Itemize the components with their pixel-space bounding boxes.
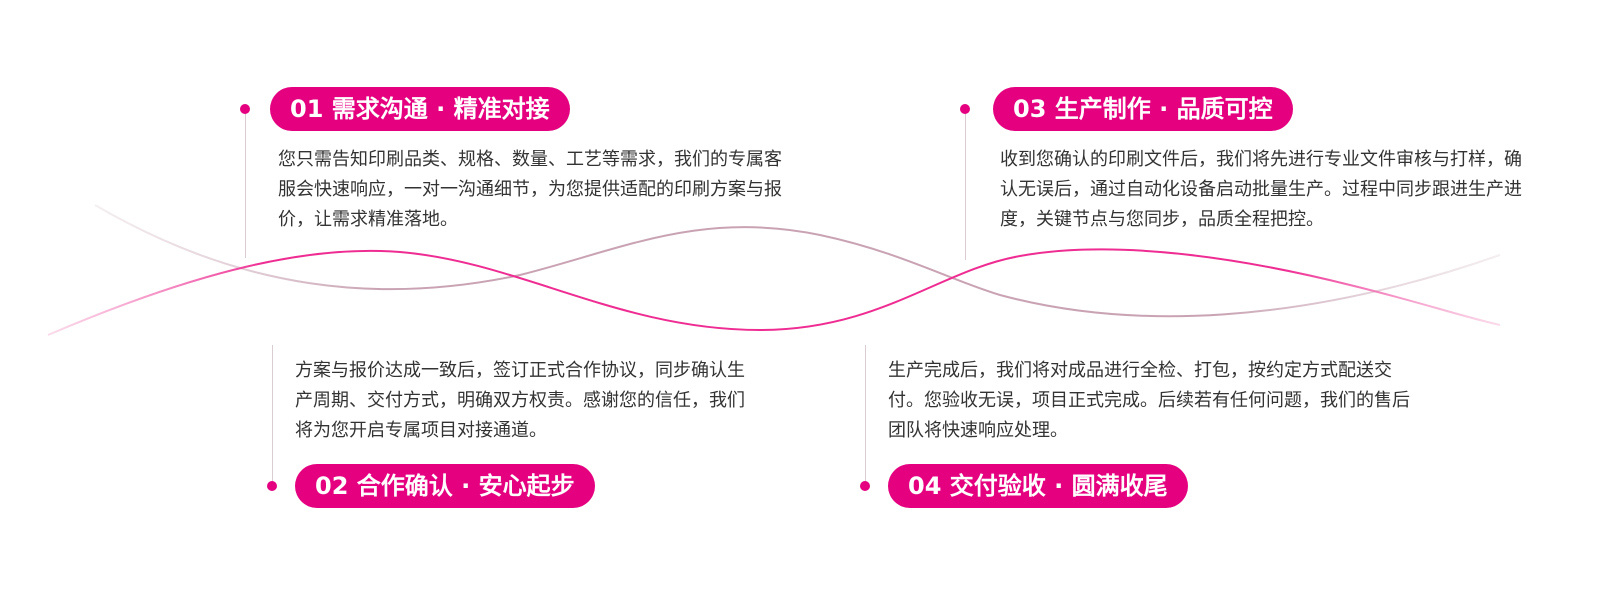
step-3-description: 收到您确认的印刷文件后，我们将先进行专业文件审核与打样，确认无误后，通过自动化设… (1000, 149, 1522, 230)
step-4-description: 生产完成后，我们将对成品进行全检、打包，按约定方式配送交付。您验收无误，项目正式… (888, 360, 1410, 441)
step-3-title: 03 生产制作 · 品质可控 (993, 87, 1293, 131)
step-2-connector (272, 345, 273, 485)
step-4-dot (860, 481, 870, 491)
step-3-dot (960, 104, 970, 114)
step-3-connector (965, 110, 966, 260)
step-4-title: 04 交付验收 · 圆满收尾 (888, 464, 1188, 508)
step-1-title: 01 需求沟通 · 精准对接 (270, 87, 570, 131)
step-1-connector (245, 110, 246, 258)
step-2-description: 方案与报价达成一致后，签订正式合作协议，同步确认生产周期、交付方式，明确双方权责… (295, 360, 745, 441)
wave-pink (47, 248, 1501, 336)
step-4-connector (865, 345, 866, 485)
step-2-title: 02 合作确认 · 安心起步 (295, 464, 595, 508)
step-1-description: 您只需告知印刷品类、规格、数量、工艺等需求，我们的专属客服会快速响应，一对一沟通… (278, 149, 782, 230)
step-1-dot (240, 104, 250, 114)
step-2-dot (267, 481, 277, 491)
